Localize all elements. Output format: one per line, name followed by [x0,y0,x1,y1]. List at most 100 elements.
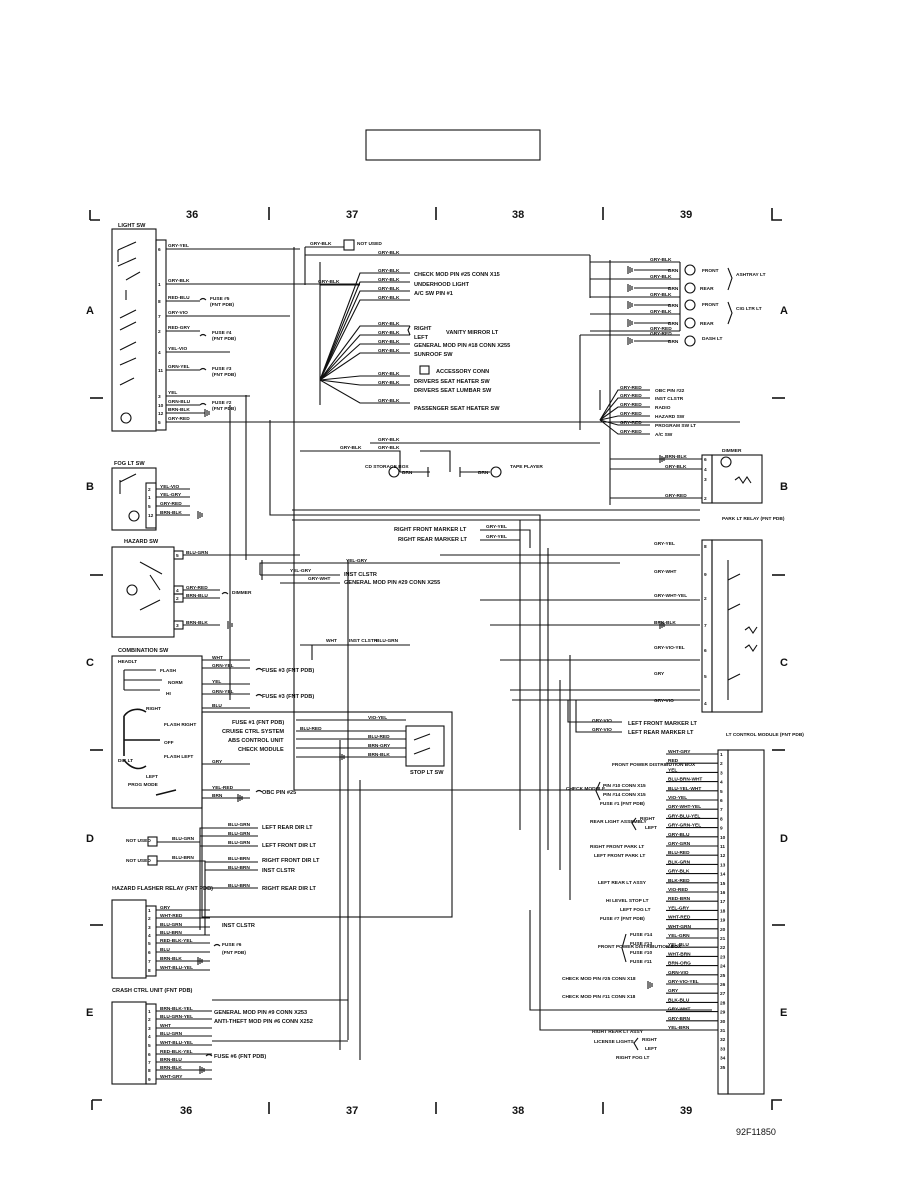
obc-fan-color: GRY-RED [620,393,642,399]
row-e-right: E [780,1007,787,1019]
ltcm-label: HI LEVEL STOP LT [606,898,649,904]
flasher-wire-color: WHT-RED [160,913,183,919]
crash-pin: 4 [148,1034,151,1040]
col-37-top: 37 [346,209,358,221]
park-pin: 4 [704,701,707,707]
ltcm-label: LEFT [645,825,657,831]
combo-headlt: HEADLT [118,659,137,665]
tape-player: TAPE PLAYER [510,464,543,470]
not-used-a: NOT USED [126,838,151,844]
combo-wire-color: BRN [212,793,223,799]
vanity-mirror: VANITY MIRROR LT [446,330,499,336]
fog-light-switch: FOG LT SW 2YEL-VIO1YEL-GRY5GRY-RED12BRN-… [111,461,203,531]
stop-wire-color: BLU-RED [300,726,322,732]
light-sw-wire-color: YEL [168,390,177,396]
combo-flash-right: FLASH RIGHT [164,722,196,728]
park-pin: 6 [704,648,707,654]
top-gry-blk-b: GRY-BLK [378,250,400,256]
combo-fuse3-a: FUSE #3 (FNT PDB) [262,668,314,674]
combo-flash: FLASH [160,668,177,674]
ltcm-wire-color: YEL [668,767,677,773]
ltcm-pin: 8 [720,816,723,822]
ground-symbol [204,409,210,417]
ground-symbol [627,301,633,309]
row-b-left: B [86,481,94,493]
park-wire-color: GRY-WHT-YEL [654,593,687,599]
abs-control: ABS CONTROL UNIT [228,738,284,744]
ltcm-pin: 11 [720,844,725,850]
fog-pin: 2 [148,487,151,493]
fan-wire-color: GRY-BLK [378,277,400,283]
combo-wire-color: BLU [212,703,222,709]
ltcm-pin: 25 [720,973,726,979]
flasher-inst: INST CLSTR [222,923,255,929]
ground-symbol [199,1066,205,1074]
crash-fuse6: FUSE #6 (FNT PDB) [214,1054,266,1060]
ltcm-pin: 12 [720,853,726,859]
combo-right: RIGHT [146,706,161,712]
ltcm-label: CHECK MODULE [566,786,606,792]
ltcm-pin: 29 [720,1010,726,1016]
ltcm-pin: 34 [720,1056,726,1062]
combo-left: LEFT [146,774,158,780]
flasher-pin: 4 [148,933,151,939]
light-sw-wire-color: GRY-BLK [168,278,190,284]
d-blu-brn-2: BLU-BRN [228,865,250,871]
park-wire-color: BRN-BLK [654,620,676,626]
lamp-bulb [684,282,696,294]
top-ticks [268,207,604,1114]
ltcm-pin: 3 [720,770,723,776]
light-sw-wire-color: GRN-BLU [168,399,191,405]
cd-tape: GRY-BLK GRY-BLK GRY-BLK CD STORAGE BOX B… [300,437,600,478]
ltcm-pin: 21 [720,936,726,942]
lamp-brace [727,267,733,325]
tape-brn: BRN [478,470,489,476]
hazard-pin: 5 [176,553,179,559]
light-sw-pin: 3 [158,394,161,400]
row-b-right: B [780,481,788,493]
rf-marker: RIGHT FRONT MARKER LT [394,527,467,533]
ltcm-wire-color: RED-BRN [668,896,691,902]
ltcm-pin: 19 [720,918,726,924]
flasher-pin: 6 [148,950,151,956]
lamp-bulb [684,335,696,347]
d-blu-grn-3: BLU-GRN [228,840,251,846]
lr-wire: GRY-VIO [592,727,612,733]
dir-blu-grn: BLU-GRN [172,836,195,842]
d-blu-grn-2: BLU-GRN [228,831,251,837]
fan-wire-color: GRY-BLK [378,330,400,336]
crash-wire-color: RED-BLK-YEL [160,1049,193,1055]
flasher-wire-color: WHT-BLU-YEL [160,965,193,971]
stop-wire-color: BRN-BLK [368,752,390,758]
crash-wire-color: BRN-BLK [160,1065,182,1071]
ac-sw-pin1: A/C SW PIN #1 [414,291,453,297]
ltcm-label: FUSE #13 [630,941,652,947]
flasher-pin: 7 [148,959,151,965]
fuse2-sub: (FNT PDB) [212,406,236,412]
crash-wire-color: WHT-GRY [160,1074,183,1080]
right-front-dir: RIGHT FRONT DIR LT [262,858,320,864]
left-rear-dir: LEFT REAR DIR LT [262,825,313,831]
cig-front: FRONT [702,302,719,308]
hz-gry-wht: GRY-WHT [308,576,331,582]
corner-tl [89,210,100,221]
dimmer-wire-color: BRN-BLK [665,454,687,460]
fuse1-fnt: FUSE #1 (FNT PDB) [232,720,284,726]
ltcm-wire-color: BRN-ORG [668,961,691,967]
ltcm-pin: 13 [720,862,726,868]
ltcm-pin: 1 [720,752,723,758]
fog-wire-color: BRN-BLK [160,510,182,516]
light-sw-pin: 10 [158,403,164,409]
light-sw-pin: 7 [158,314,161,320]
drivers-seat-heater: DRIVERS SEAT HEATER SW [414,379,490,385]
hazard-wire-color: BRN-BLK [186,620,208,626]
ltcm-wire-color: GRY-BRN [668,1016,690,1022]
ltcm-pin: 10 [720,835,726,841]
light-sw-wire-color: BRN-BLK [168,407,190,413]
dimmer-pin: 3 [704,477,707,483]
ltcm-wire-color: GRY-GRN [668,841,691,847]
hz-yel-gry-b: YEL-GRY [346,558,368,564]
lamp-feed-color: GRY-RED [650,326,672,332]
corner-br [771,1099,782,1110]
